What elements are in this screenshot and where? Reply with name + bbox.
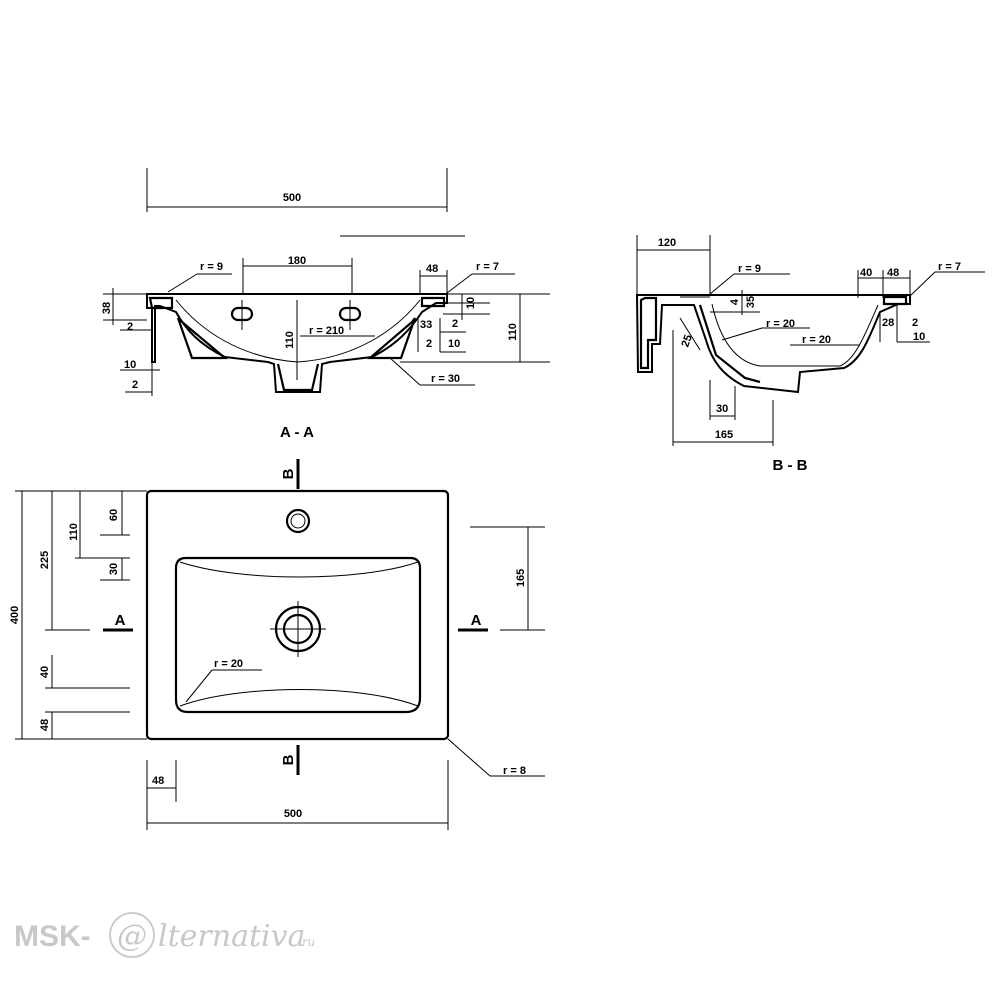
plan-view: B B A A 400 225 110 60 30 40 48 1 bbox=[9, 459, 545, 830]
aa-hole-spacing-label: 180 bbox=[288, 255, 306, 267]
section-bb-title: B - B bbox=[773, 457, 808, 474]
aa-dim-10-lower: 10 bbox=[448, 338, 460, 350]
bb-radius-a: r = 20 bbox=[766, 318, 795, 330]
plan-width: 500 bbox=[284, 808, 302, 820]
sink-outline bbox=[145, 489, 450, 741]
aa-dim-2-left: 2 bbox=[127, 321, 133, 333]
aa-depth-right: 110 bbox=[507, 323, 519, 341]
aa-rim-height: 38 bbox=[101, 302, 113, 314]
plan-dim-225: 225 bbox=[39, 551, 51, 569]
plan-dim-48-left: 48 bbox=[39, 719, 51, 731]
watermark-tld: .ru bbox=[298, 935, 315, 949]
tap-hole bbox=[285, 508, 311, 534]
bb-dim-48: 48 bbox=[887, 267, 899, 279]
bb-dim-40: 40 bbox=[860, 267, 872, 279]
bb-dim-25: 25 bbox=[679, 333, 694, 349]
bb-dim-2: 2 bbox=[912, 317, 918, 329]
section-aa: 500 180 r = 9 48 r = 7 bbox=[101, 168, 550, 441]
bb-dim-35: 35 bbox=[745, 296, 757, 308]
bb-dim-28: 28 bbox=[882, 317, 894, 329]
aa-radius-left: r = 9 bbox=[200, 261, 223, 273]
plan-dim-40: 40 bbox=[39, 666, 51, 678]
watermark: MSK- @ lternativa .ru bbox=[14, 912, 315, 958]
section-bb: 120 r = 9 40 48 r = 7 4 35 r = 20 r = 20 bbox=[635, 235, 985, 474]
aa-dim-33: 33 bbox=[420, 319, 432, 331]
aa-dim-2-bottom: 2 bbox=[132, 379, 138, 391]
aa-bowl-radius: r = 210 bbox=[309, 325, 344, 337]
section-aa-title: A - A bbox=[280, 424, 314, 441]
bb-dim-4: 4 bbox=[729, 298, 741, 305]
plan-dim-110: 110 bbox=[68, 523, 80, 541]
plan-bowl-radius: r = 20 bbox=[214, 658, 243, 670]
bb-radius-b: r = 20 bbox=[802, 334, 831, 346]
cut-a-right: A bbox=[471, 612, 482, 629]
bb-radius-right: r = 7 bbox=[938, 261, 961, 273]
aa-dim-10-top: 10 bbox=[465, 297, 477, 309]
watermark-right: lternativa bbox=[158, 919, 305, 954]
bb-radius-top: r = 9 bbox=[738, 263, 761, 275]
plan-dim-30: 30 bbox=[108, 563, 120, 575]
plan-dim-60: 60 bbox=[108, 509, 120, 521]
aa-width-label: 500 bbox=[283, 192, 301, 204]
bb-dim-10: 10 bbox=[913, 331, 925, 343]
aa-depth-center: 110 bbox=[284, 331, 296, 349]
bb-dim-165: 165 bbox=[715, 429, 733, 441]
plan-depth: 400 bbox=[9, 606, 21, 624]
aa-rim-width: 48 bbox=[426, 263, 438, 275]
cut-a-left: A bbox=[115, 612, 126, 629]
plan-dim-48-bottom: 48 bbox=[152, 775, 164, 787]
aa-dim-10-left: 10 bbox=[124, 359, 136, 371]
bb-dim-30: 30 bbox=[716, 403, 728, 415]
sink-bowl bbox=[174, 556, 422, 714]
bb-overhang: 120 bbox=[658, 237, 676, 249]
aa-radius-right: r = 7 bbox=[476, 261, 499, 273]
cut-b-top: B bbox=[280, 468, 297, 479]
cut-b-bottom: B bbox=[280, 754, 297, 765]
plan-corner-radius: r = 8 bbox=[503, 765, 526, 777]
plan-dim-165: 165 bbox=[515, 569, 527, 587]
watermark-left: MSK- bbox=[14, 920, 91, 953]
aa-wall-radius: r = 30 bbox=[431, 373, 460, 385]
aa-dim-2-lower: 2 bbox=[426, 338, 432, 350]
watermark-at-icon: @ bbox=[117, 919, 147, 954]
aa-dim-2-right: 2 bbox=[452, 318, 458, 330]
